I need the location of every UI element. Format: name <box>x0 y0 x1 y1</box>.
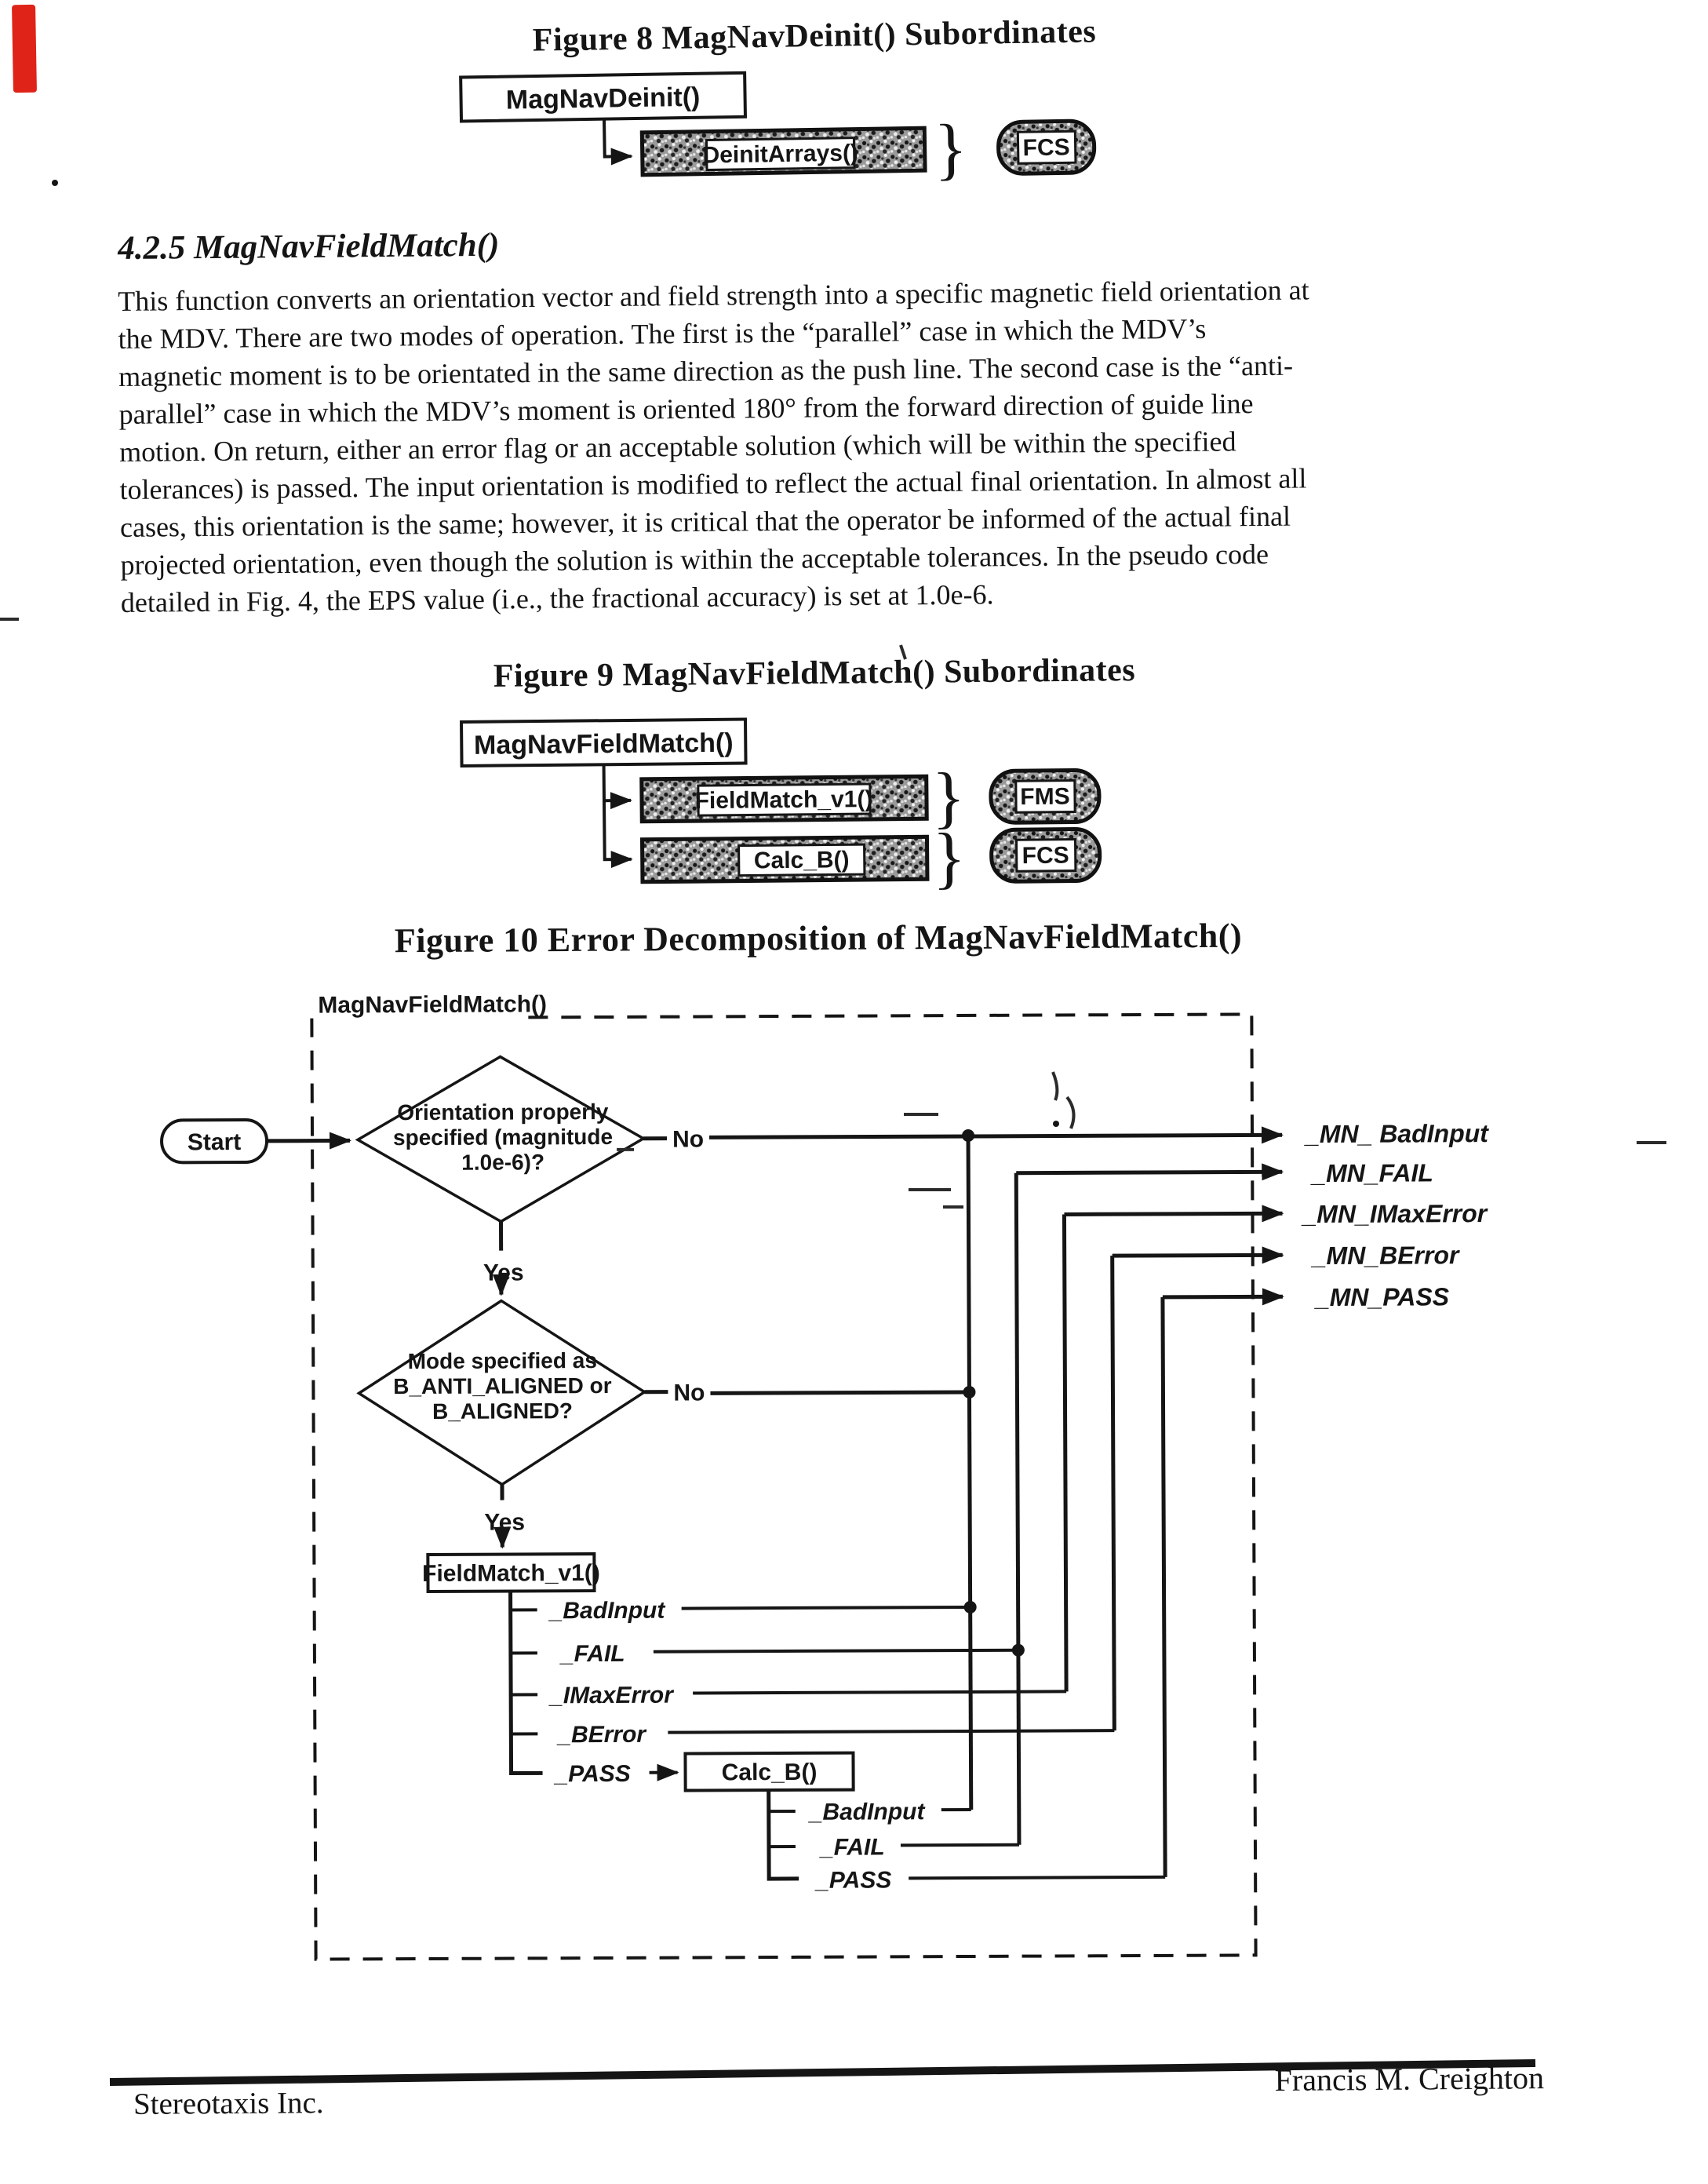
decision1-no-line-b <box>709 1126 1284 1144</box>
pen-scribble <box>1065 1096 1076 1129</box>
junction-dot <box>962 1128 975 1142</box>
decision2-line3: B_ALIGNED? <box>432 1398 573 1424</box>
footer-rule <box>109 2059 1536 2086</box>
fig9-terminal-1-labelbox <box>1014 778 1076 814</box>
module-output-imaxerror: _MN_IMaxError <box>1301 1199 1488 1228</box>
process1-fail-line <box>653 1648 1018 1653</box>
decision2-no-line-b <box>710 1390 970 1395</box>
fig9-connector-arrow-1 <box>602 764 632 810</box>
process1-out-fail: _FAIL <box>559 1641 625 1667</box>
figure9-diagram: MagNavFieldMatch() FieldMatch_v1() } FMS… <box>460 717 1102 896</box>
collector-badinput <box>966 1135 974 1810</box>
process2-stem <box>767 1790 799 1881</box>
process1-stem <box>508 1591 543 1776</box>
process2-out-pass: _PASS <box>814 1867 891 1893</box>
fig9-connector-arrow-2 <box>602 800 633 869</box>
junction-dot <box>1011 1643 1025 1657</box>
fig8-sub-box-label: DeinitArrays() <box>702 140 858 169</box>
fig8-connector-arrow <box>602 118 633 166</box>
process1-badinput-line <box>681 1605 971 1610</box>
pen-dot <box>1053 1121 1059 1127</box>
decision2-no-label: No <box>673 1380 705 1406</box>
fig9-sub-box-2-labelbox <box>737 843 866 877</box>
decision2-line1: Mode specified as <box>408 1348 597 1373</box>
start-label: Start <box>188 1129 242 1155</box>
process2-out-fail: _FAIL <box>819 1834 885 1860</box>
module-output-pass: _MN_PASS <box>1314 1282 1450 1311</box>
figure10-flowchart: MagNavFieldMatch() Start Orientation pro… <box>160 991 1489 1961</box>
fig9-sub-box-1-labelbox <box>697 782 872 817</box>
junction-dot <box>963 1600 977 1613</box>
fig8-sub-box-labelbox <box>705 137 856 172</box>
junction-dot <box>963 1385 976 1398</box>
fig9-terminal-2-label: FCS <box>1022 843 1069 870</box>
process2-pass-line <box>909 1875 1166 1880</box>
collector-imaxerror <box>1062 1214 1069 1692</box>
fig8-root-box-label: MagNavDeinit() <box>506 82 701 115</box>
pen-dot <box>52 180 58 186</box>
decision1-line1: Orientation properly <box>397 1099 609 1125</box>
fig10-container-label: MagNavFieldMatch() <box>318 991 547 1018</box>
fig9-sub-box-2-label: Calc_B() <box>754 847 850 873</box>
fig9-brace-2: } <box>932 820 966 896</box>
process2-fail-line <box>900 1843 1019 1847</box>
output-arrow-berror <box>1112 1246 1284 1264</box>
pen-scribble <box>1051 1071 1059 1101</box>
process1-out-badinput: _BadInput <box>548 1598 667 1624</box>
fig10-dashed-boundary <box>310 1012 1258 1961</box>
process2-label: Calc_B() <box>722 1759 818 1786</box>
pen-tick <box>899 644 907 660</box>
decision1-line3: 1.0e-6)? <box>461 1150 544 1174</box>
fig8-brace: } <box>934 111 968 188</box>
module-output-berror: _MN_BError <box>1311 1241 1460 1270</box>
decision1-no-label: No <box>672 1126 704 1152</box>
decision1-yes-label: Yes <box>483 1260 524 1285</box>
process1-berror-line <box>668 1729 1115 1734</box>
process1-out-pass: _PASS <box>553 1761 630 1787</box>
figure8-diagram: MagNavDeinit() DeinitArrays() } FCS <box>459 71 1097 188</box>
decision1-line2: specified (magnitude <box>393 1125 613 1150</box>
fig9-root-box-label: MagNavFieldMatch() <box>474 728 734 760</box>
module-output-fail: _MN_FAIL <box>1310 1158 1433 1187</box>
fig9-terminal-2-labelbox <box>1014 837 1077 873</box>
fig8-terminal-labelbox <box>1016 129 1077 165</box>
process1-out-berror: _BError <box>556 1722 647 1748</box>
fig9-sub-box-1-label: FieldMatch_v1() <box>694 786 872 814</box>
output-arrow-imaxerror <box>1064 1205 1284 1223</box>
process1-imaxerror-line <box>693 1690 1067 1695</box>
fig9-terminal-1-label: FMS <box>1020 784 1070 811</box>
module-output-badinput: _MN_ BadInput <box>1304 1119 1489 1148</box>
collector-pass <box>1160 1296 1167 1877</box>
collector-berror <box>1110 1256 1116 1731</box>
decision2-yes-label: Yes <box>484 1509 525 1535</box>
output-arrow-pass <box>1162 1288 1284 1306</box>
process1-out-imaxerror: _IMaxError <box>548 1683 675 1709</box>
process2-out-badinput: _BadInput <box>808 1799 927 1825</box>
collector-fail <box>1014 1172 1022 1845</box>
fig8-terminal-label: FCS <box>1022 134 1070 161</box>
decision2-line2: B_ANTI_ALIGNED or <box>393 1373 612 1398</box>
process1-label: FieldMatch_v1() <box>422 1560 600 1587</box>
fig9-brace-1: } <box>932 760 966 836</box>
